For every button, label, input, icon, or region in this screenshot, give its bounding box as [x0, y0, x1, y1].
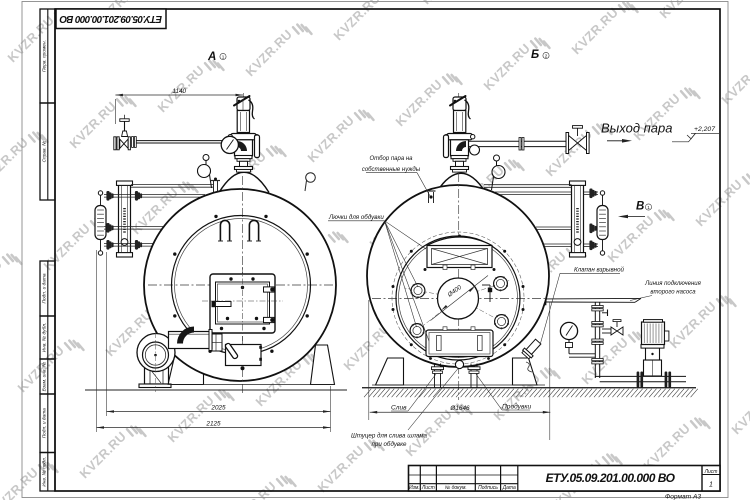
svg-text:Лист: Лист: [421, 485, 435, 491]
svg-text:Справ. №: Справ. №: [42, 141, 48, 163]
svg-text:Клапан взрывной: Клапан взрывной: [574, 267, 625, 274]
svg-text:Перв. примен.: Перв. примен.: [42, 40, 48, 72]
svg-text:2125: 2125: [205, 420, 221, 427]
svg-text:Дата: Дата: [502, 485, 516, 491]
svg-text:Подп. и дата: Подп. и дата: [42, 273, 48, 303]
svg-text:Изм.: Изм.: [409, 485, 420, 491]
svg-text:Выход пара: Выход пара: [601, 121, 672, 136]
svg-text:Линия подключения: Линия подключения: [644, 281, 701, 287]
svg-text:2025: 2025: [210, 404, 226, 411]
svg-text:Ø1646: Ø1646: [449, 405, 470, 412]
svg-text:Б: Б: [531, 49, 539, 61]
svg-text:Подпись: Подпись: [478, 485, 498, 491]
svg-text:второго насоса: второго насоса: [650, 290, 696, 296]
svg-text:1: 1: [222, 54, 225, 59]
svg-text:Подп. и дата: Подп. и дата: [42, 408, 48, 438]
svg-text:ЕТУ.05.09.201.00.000 ВО: ЕТУ.05.09.201.00.000 ВО: [59, 13, 162, 24]
svg-text:Продувки: Продувки: [502, 403, 532, 411]
svg-text:Инв. № подл.: Инв. № подл.: [42, 457, 48, 487]
svg-text:1: 1: [709, 482, 713, 489]
svg-text:2: 2: [545, 53, 548, 58]
svg-text:Лючки для обдувки: Лючки для обдувки: [328, 214, 384, 221]
svg-text:1140: 1140: [172, 88, 186, 95]
svg-text:Взам. инв. №: Взам. инв. №: [42, 362, 48, 392]
svg-text:собственные нужды: собственные нужды: [362, 167, 421, 173]
svg-text:№ докум.: № докум.: [445, 485, 467, 491]
svg-text:ЕТУ.05.09.201.00.000 ВО: ЕТУ.05.09.201.00.000 ВО: [546, 471, 676, 485]
svg-text:при обдувке: при обдувке: [371, 441, 407, 448]
svg-text:А: А: [207, 51, 216, 63]
svg-text:Штуцер для слива шлама: Штуцер для слива шлама: [351, 433, 427, 440]
svg-text:Отбор пара на: Отбор пара на: [370, 156, 414, 162]
svg-text:Лист: Лист: [704, 469, 718, 475]
svg-text:Инв. № дубл.: Инв. № дубл.: [42, 323, 48, 353]
svg-text:+2,207: +2,207: [694, 126, 715, 133]
svg-text:Слив: Слив: [391, 405, 407, 412]
svg-text:Формат А3: Формат А3: [665, 493, 701, 500]
svg-text:1: 1: [647, 205, 650, 210]
svg-text:В: В: [636, 201, 644, 213]
